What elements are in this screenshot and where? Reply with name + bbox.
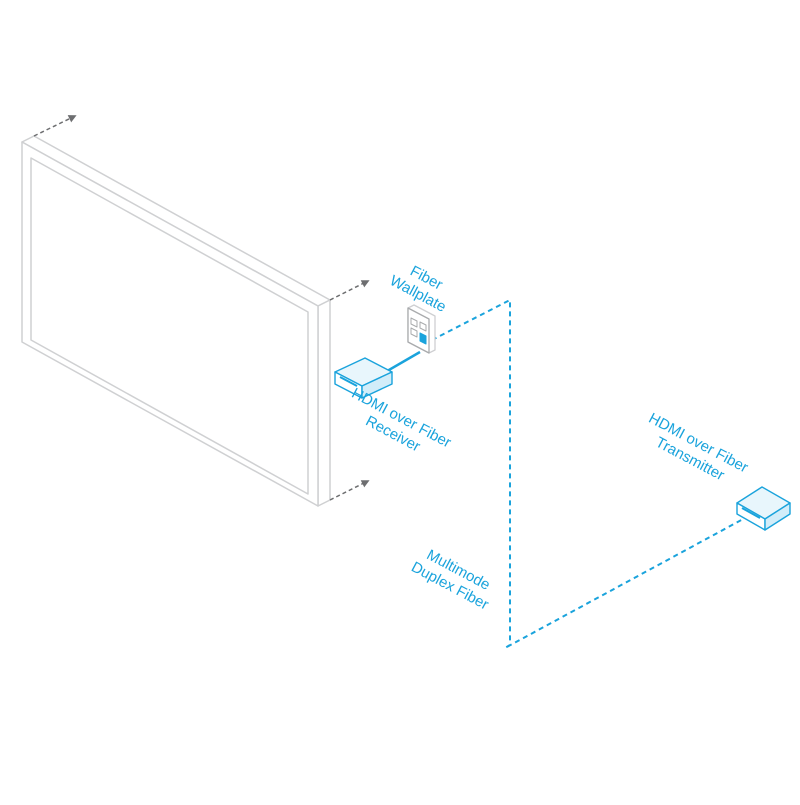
dashed-arrow-icon bbox=[33, 115, 370, 501]
receiver-box-icon bbox=[334, 357, 393, 399]
fiber-label: Multimode Duplex Fiber bbox=[408, 546, 493, 613]
transmitter-box-icon bbox=[736, 486, 791, 531]
transmitter-label: HDMI over Fiber Transmitter bbox=[646, 410, 751, 484]
fiber-wallplate-icon bbox=[407, 304, 436, 354]
fiber-wallplate-label: Fiber Wallplate bbox=[387, 263, 449, 316]
multimode-duplex-fiber-line bbox=[431, 298, 746, 649]
wall-mounted-display-icon bbox=[21, 135, 331, 507]
receiver-label: HDMI over Fiber Receiver bbox=[349, 385, 454, 456]
